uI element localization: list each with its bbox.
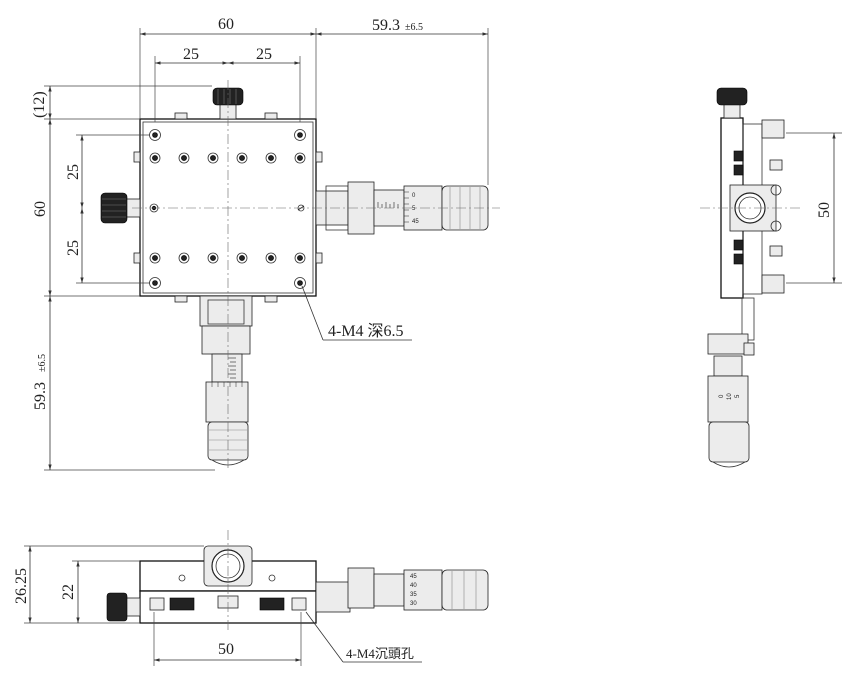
dimension-side-pitch: 50	[786, 132, 842, 284]
scale-label: 5	[735, 394, 741, 398]
bottom-micrometer	[199, 295, 253, 466]
front-view: 45 40 35 30 26.25 22 50	[13, 530, 489, 666]
scale-label: 30	[410, 601, 417, 607]
dimension-label: 50	[816, 202, 833, 218]
dimension-plate-width: 60	[139, 16, 317, 119]
dimension-hole-pitch-top: 25 25	[154, 46, 301, 122]
dimension-label: 25	[183, 46, 199, 63]
scale-label: 45	[410, 574, 417, 580]
dimension-label: 50	[218, 641, 234, 658]
top-view: 0 5 45	[31, 16, 500, 471]
dimension-label: 26.25	[13, 568, 30, 604]
hole-row-lower	[149, 252, 306, 264]
dimension-hole-pitch-left: 25 25	[65, 134, 150, 284]
scale-label: 35	[410, 592, 417, 598]
dimension-label: 60	[218, 16, 234, 33]
dimension-travel-down: 59.3 ±6.5	[32, 296, 215, 471]
dimension-label: 22	[60, 584, 77, 600]
dimension-front-pitch: 50	[153, 612, 302, 666]
callout-top-holes: 4-M4 深6.5	[301, 285, 412, 341]
hole-row-upper	[149, 152, 306, 164]
scale-label: 0	[412, 193, 416, 199]
scale-label: 40	[410, 583, 417, 589]
dimension-front-total-height: 26.25	[13, 545, 204, 624]
dimension-label: 60	[32, 201, 49, 217]
dimension-label: (12)	[31, 91, 48, 118]
dimension-label: 59.3	[32, 382, 49, 410]
dimension-label: 25	[65, 164, 82, 180]
side-view: 0 10 5 50	[700, 87, 842, 468]
dimension-travel-right: 59.3 ±6.5	[316, 17, 489, 185]
front-knob	[106, 592, 128, 622]
scale-label: 5	[412, 206, 416, 212]
callout-counterbore: 4-M4沉頭孔	[305, 611, 422, 663]
mounting-holes	[149, 129, 306, 289]
edge-screws	[133, 112, 323, 303]
dimension-tolerance: ±6.5	[405, 22, 423, 33]
callout-label: 4-M4 深6.5	[328, 322, 404, 340]
dimension-tolerance: ±6.5	[37, 354, 48, 372]
dimension-label: 25	[65, 240, 82, 256]
side-micrometer: 0 10 5	[707, 297, 755, 468]
dimension-label: 25	[256, 46, 272, 63]
dimension-plate-height: 60	[32, 119, 140, 297]
dimension-knob-offset: (12)	[31, 85, 212, 120]
scale-label: 10	[727, 393, 733, 400]
scale-label: 45	[412, 219, 419, 225]
side-knob	[716, 87, 748, 106]
front-micrometer: 45 40 35 30	[315, 567, 489, 613]
left-adjust-knob	[100, 192, 141, 224]
dimension-label: 59.3	[372, 17, 400, 34]
scale-label: 0	[719, 394, 725, 398]
callout-label: 4-M4沉頭孔	[346, 646, 414, 661]
dimension-front-body-height: 22	[60, 560, 140, 623]
